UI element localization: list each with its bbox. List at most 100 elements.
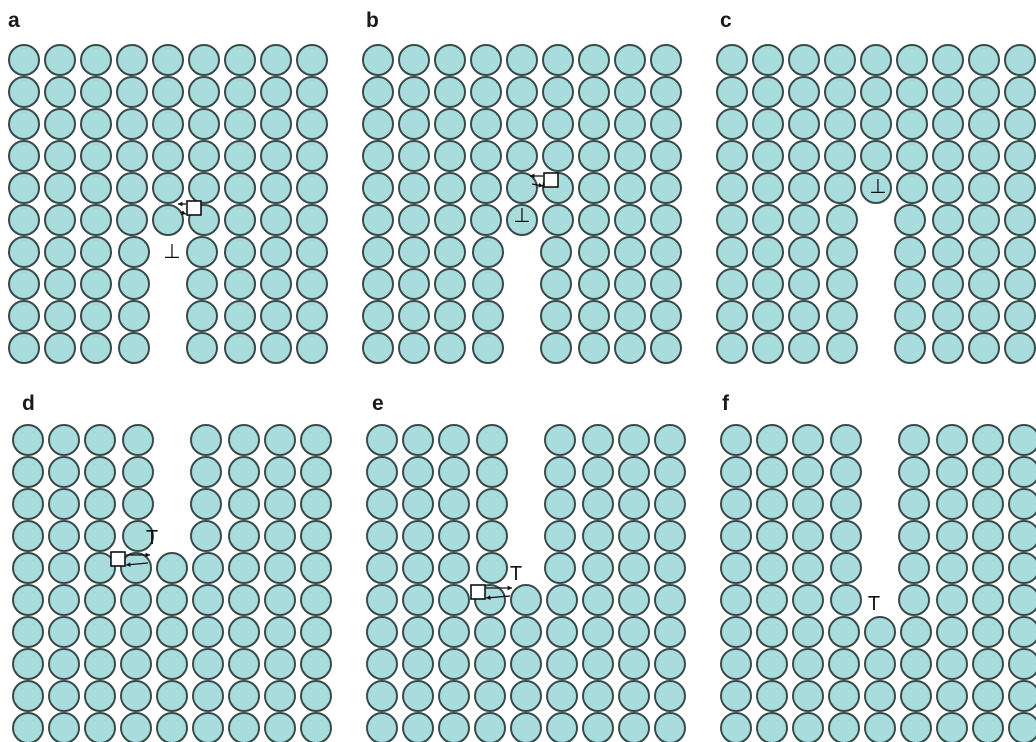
atom (757, 681, 787, 711)
atom (717, 77, 747, 107)
atom (225, 77, 255, 107)
atom (831, 489, 861, 519)
dislocation-symbol: ⊥ (513, 205, 530, 227)
atom (363, 173, 393, 203)
atom (1009, 489, 1036, 519)
atom (123, 457, 153, 487)
atom (13, 457, 43, 487)
atom (507, 77, 537, 107)
atom (615, 45, 645, 75)
atom (301, 713, 331, 742)
atom (545, 489, 575, 519)
atom (865, 681, 895, 711)
atom (861, 109, 891, 139)
atom (579, 301, 609, 331)
atom (13, 681, 43, 711)
atom (1005, 141, 1035, 171)
atom (1009, 649, 1036, 679)
atom (793, 713, 823, 742)
atom (187, 237, 217, 267)
atom (757, 553, 787, 583)
atom (583, 585, 613, 615)
atom (899, 425, 929, 455)
atom (793, 489, 823, 519)
atom (435, 77, 465, 107)
atom (511, 681, 541, 711)
atom (49, 489, 79, 519)
atom (477, 521, 507, 551)
vacancy-square (187, 201, 201, 215)
panel-label-b: b (366, 9, 379, 32)
atom (9, 333, 39, 363)
atom (297, 301, 327, 331)
atom (85, 489, 115, 519)
atom (81, 333, 111, 363)
atom (117, 205, 147, 235)
atom (831, 553, 861, 583)
dislocation-symbol: T (510, 563, 522, 585)
atom (655, 649, 685, 679)
atom (615, 173, 645, 203)
atom (229, 585, 259, 615)
atom (511, 617, 541, 647)
atom (651, 173, 681, 203)
atom (399, 109, 429, 139)
atom (439, 617, 469, 647)
atom (297, 205, 327, 235)
atom (9, 301, 39, 331)
atom (85, 681, 115, 711)
atom (9, 173, 39, 203)
atom (717, 141, 747, 171)
atom (865, 649, 895, 679)
atom (45, 205, 75, 235)
atom (439, 425, 469, 455)
atom (615, 205, 645, 235)
panel-b: b ⊥ (363, 9, 681, 363)
atom (721, 617, 751, 647)
atom (117, 173, 147, 203)
atom (363, 237, 393, 267)
atom (45, 237, 75, 267)
atom (301, 553, 331, 583)
atom (651, 77, 681, 107)
atom (721, 489, 751, 519)
atom (865, 713, 895, 742)
atom (473, 333, 503, 363)
atom (45, 173, 75, 203)
atom (789, 45, 819, 75)
atom (477, 425, 507, 455)
atom (121, 649, 151, 679)
atom (403, 425, 433, 455)
atom (789, 333, 819, 363)
atom (297, 173, 327, 203)
atom (191, 425, 221, 455)
atom (825, 109, 855, 139)
atom (265, 649, 295, 679)
atom (265, 457, 295, 487)
atom (49, 521, 79, 551)
atom (225, 205, 255, 235)
atom (615, 237, 645, 267)
atom (193, 585, 223, 615)
atom (507, 141, 537, 171)
atom (897, 173, 927, 203)
atom (615, 269, 645, 299)
atom (85, 457, 115, 487)
atom (721, 457, 751, 487)
atom (579, 109, 609, 139)
atom (367, 585, 397, 615)
vacancy-square (471, 585, 485, 599)
atom (655, 681, 685, 711)
atom (721, 681, 751, 711)
atom (1005, 269, 1035, 299)
atom (827, 301, 857, 331)
atom (13, 585, 43, 615)
atom (477, 457, 507, 487)
atom (899, 585, 929, 615)
panel-label-a: a (8, 9, 20, 32)
atom (477, 489, 507, 519)
atom (301, 425, 331, 455)
atom (721, 713, 751, 742)
atom (225, 173, 255, 203)
atom (543, 141, 573, 171)
